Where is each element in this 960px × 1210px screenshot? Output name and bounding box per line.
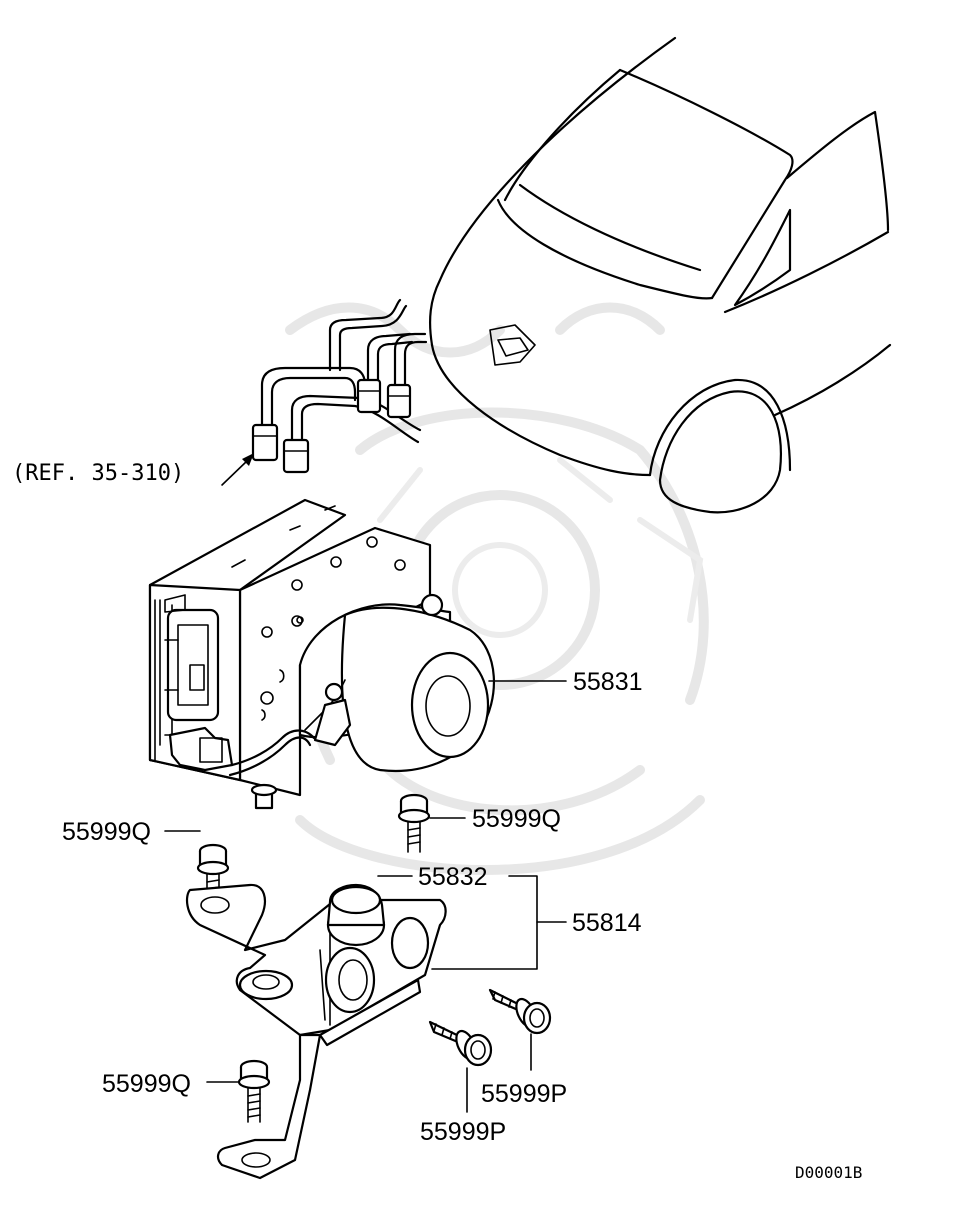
callout-bracket-insulator: 55832: [377, 863, 488, 891]
reference-note: (REF. 35-310): [12, 461, 184, 486]
callout-hydraulic-unit: 55831: [488, 668, 643, 696]
mounting-bracket: [185, 883, 447, 1180]
reference-arrowhead: [242, 453, 254, 466]
callout-label-55831: 55831: [573, 668, 643, 696]
bolt-upper-right: [397, 793, 431, 853]
abs-hydraulic-unit: [148, 498, 495, 810]
callout-bolt-lower-right: 55999P: [481, 1033, 567, 1108]
callout-bolt-lower-left: 55999Q: [102, 1070, 239, 1098]
callout-bolt-lower-center: 55999P: [420, 1067, 506, 1146]
reference-note-group: (REF. 35-310): [12, 453, 254, 486]
callout-bracket-assembly: 55814: [431, 875, 642, 970]
diagram-code: D00001B: [795, 1163, 862, 1182]
callout-label-55999Q-upper-right: 55999Q: [472, 805, 561, 833]
callout-bolt-upper-left: 55999Q: [62, 818, 201, 846]
callout-label-55832: 55832: [418, 863, 488, 891]
callout-label-55814: 55814: [572, 909, 642, 937]
bolt-lower-center: [428, 1020, 493, 1067]
callout-bolt-upper-right: 55999Q: [429, 805, 561, 833]
callout-label-55999Q-upper-left: 55999Q: [62, 818, 151, 846]
callout-label-55999P-lower-center: 55999P: [420, 1118, 506, 1146]
bolt-lower-left: [237, 1059, 271, 1123]
vehicle-outline: [428, 36, 892, 514]
bolt-upper-left: [196, 843, 230, 911]
bracket-insulator: [326, 883, 386, 947]
bolt-lower-right: [488, 988, 552, 1035]
brake-tube-group: [251, 298, 428, 474]
reference-leader: [221, 459, 249, 486]
callout-label-55999Q-lower-left: 55999Q: [102, 1070, 191, 1098]
callout-label-55999P-lower-right: 55999P: [481, 1080, 567, 1108]
